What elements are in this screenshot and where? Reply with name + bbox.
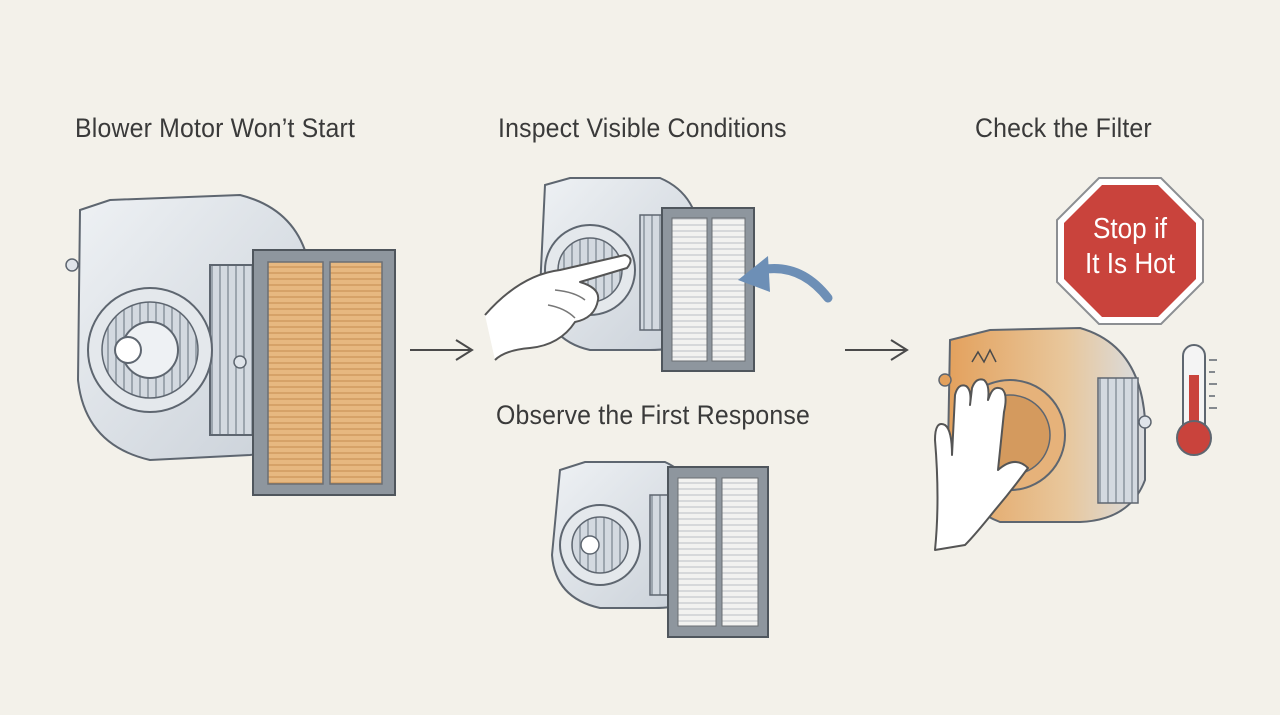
step-label-check-filter: Check the Filter	[975, 113, 1152, 143]
stop-sign-line-1: Stop if	[1093, 213, 1167, 245]
air-filter-icon	[661, 207, 755, 372]
step-label-blower-wont-start: Blower Motor Won’t Start	[75, 113, 356, 143]
air-filter-icon	[667, 466, 769, 638]
step-label-inspect-visible: Inspect Visible Conditions	[498, 113, 787, 143]
stop-sign-line-2: It Is Hot	[1085, 248, 1175, 280]
stop-sign-text: Stop if It Is Hot	[1069, 212, 1191, 282]
touching-hand-icon	[934, 378, 1029, 551]
curved-arrow-icon	[738, 256, 833, 303]
thermometer-icon	[1176, 344, 1217, 456]
right-arrow-icon	[845, 339, 909, 361]
air-filter-icon	[252, 249, 396, 496]
stop-sign-icon	[1056, 177, 1204, 325]
pointing-hand-icon	[484, 254, 632, 361]
step-label-observe-response: Observe the First Response	[496, 400, 811, 430]
right-arrow-icon	[410, 339, 474, 361]
